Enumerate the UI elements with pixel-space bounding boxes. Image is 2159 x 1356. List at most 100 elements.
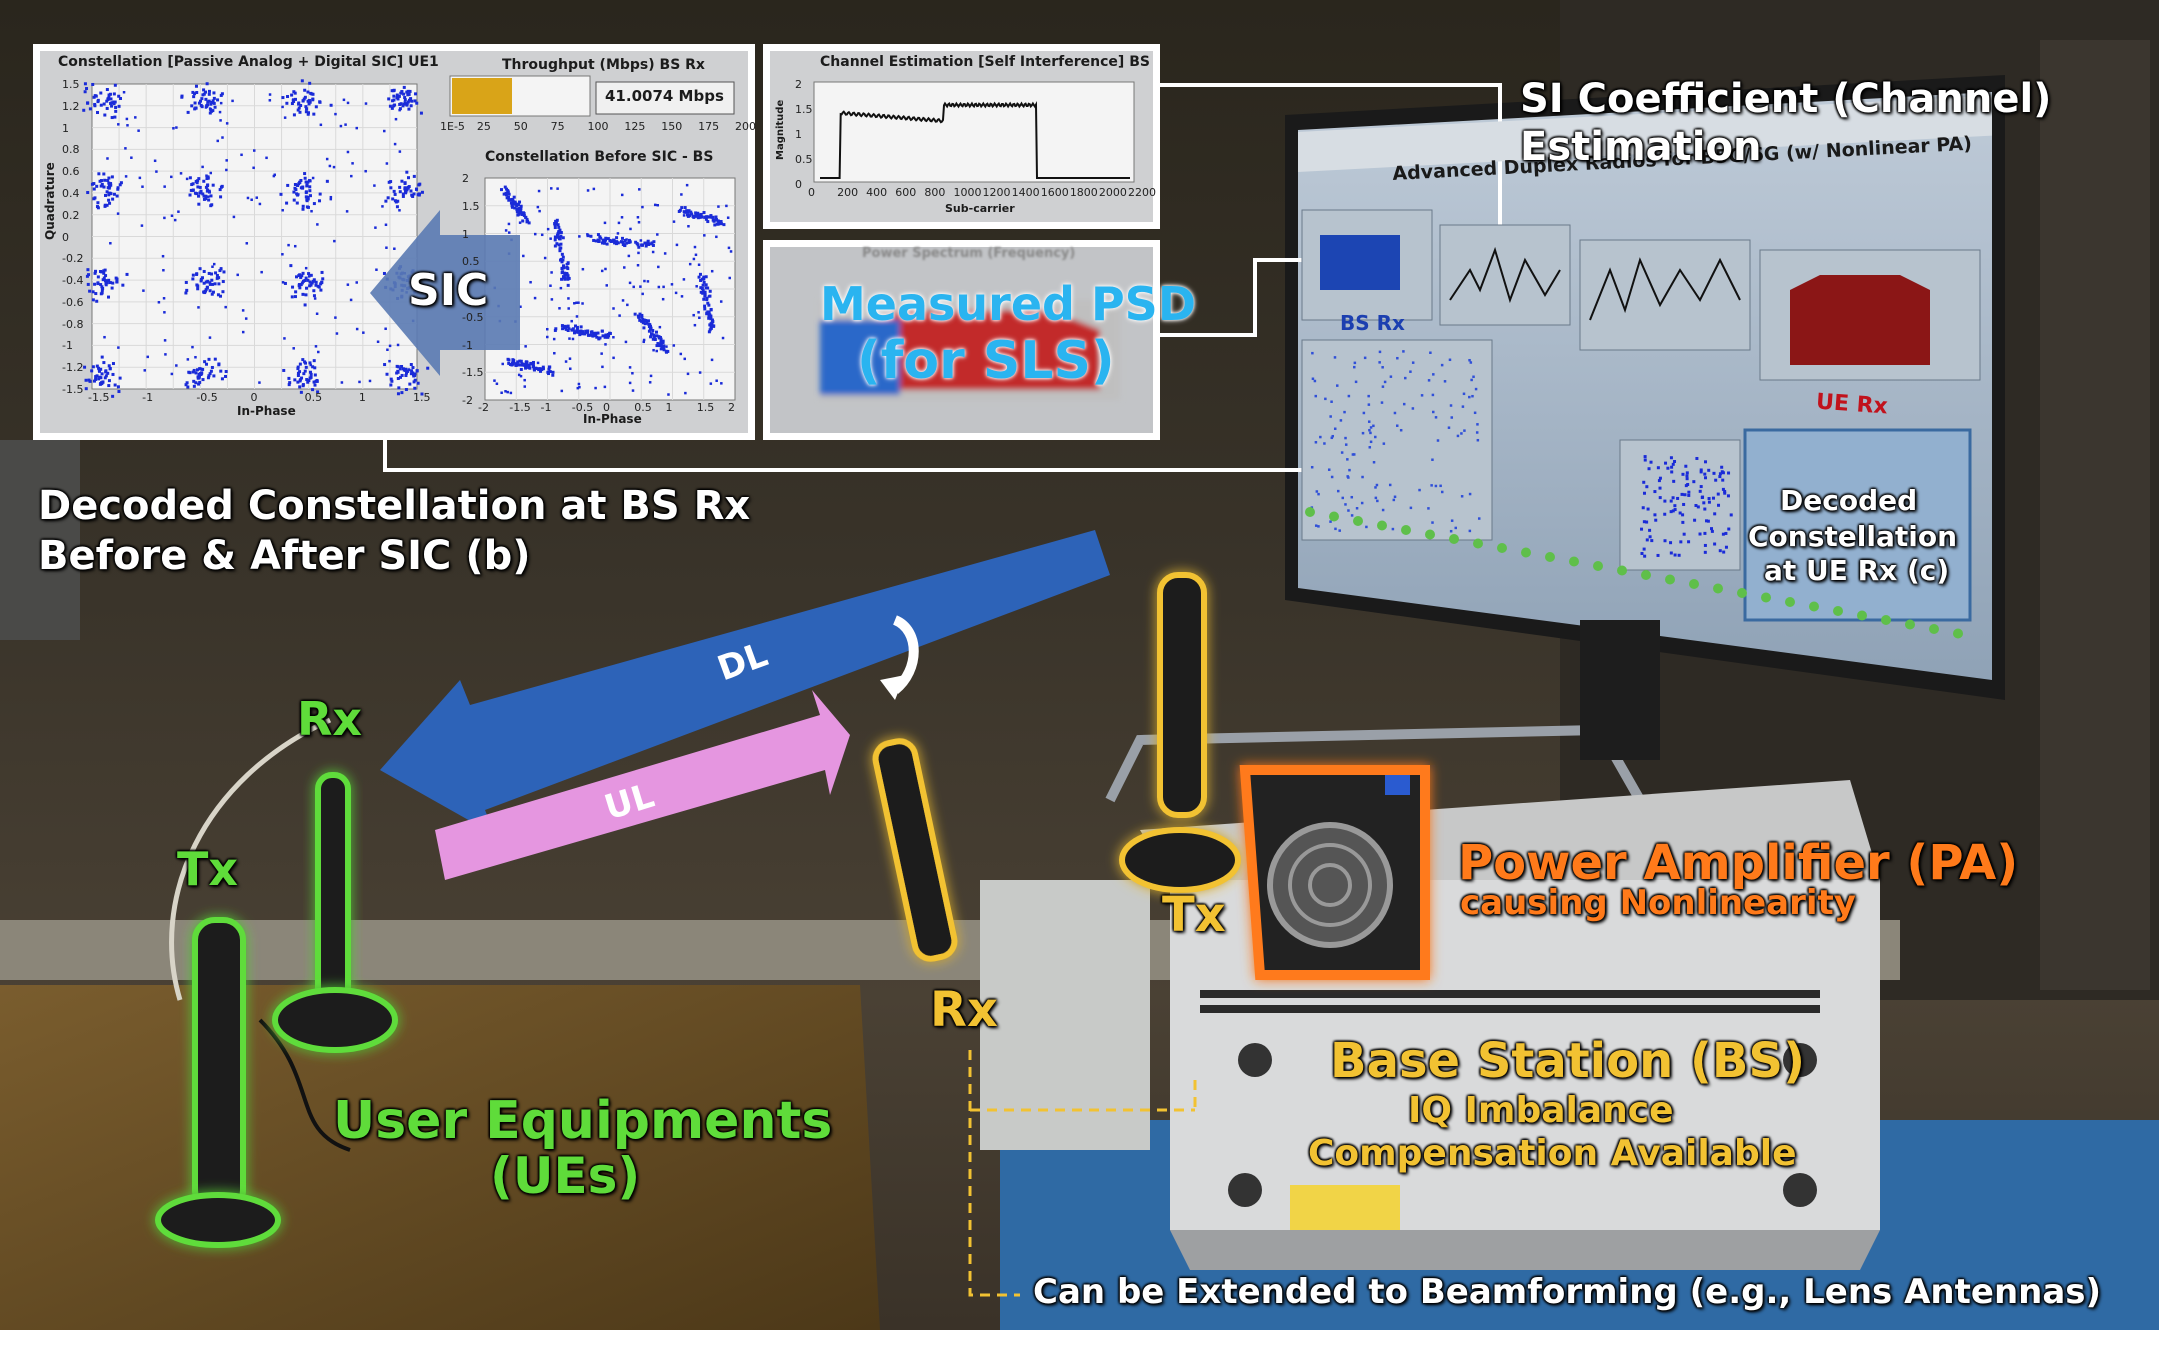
bs-rx-antenna <box>872 738 958 962</box>
tick-label: 1.5 <box>462 199 480 213</box>
beamforming-note: Can be Extended to Beamforming (e.g., Le… <box>1033 1272 2102 1312</box>
tick-label: 2 <box>795 78 802 91</box>
tick-label: 1 <box>665 401 673 414</box>
tick-label: 0 <box>808 186 815 199</box>
tick-label: -1.5 <box>62 383 84 396</box>
tick-label: -0.5 <box>462 310 484 324</box>
tick-label: 0.6 <box>62 165 80 179</box>
monitor-screen-content <box>1298 95 1992 639</box>
channel-xlabel: Sub-carrier <box>945 202 1015 215</box>
tick-label: 100 <box>587 120 609 133</box>
tick-label: 125 <box>624 120 646 133</box>
tick-label: 1E-5 <box>440 120 465 133</box>
power-amplifier <box>1239 765 1430 980</box>
decoded-bs-label-1: Decoded Constellation at BS Rx <box>38 483 751 529</box>
tick-label: -0.5 <box>571 401 594 414</box>
tick-label: -1 <box>462 338 473 352</box>
nonlinearity-label: causing Nonlinearity <box>1460 883 1856 923</box>
for-sls-label: (for SLS) <box>857 331 1115 391</box>
tick-label: 200 <box>837 186 859 199</box>
ue-tx-antenna <box>155 917 281 1248</box>
channel-ylabel: Magnitude <box>775 99 786 160</box>
decoded-ue-label-3: at UE Rx (c) <box>1764 554 1950 587</box>
measured-psd-label: Measured PSD <box>820 277 1196 331</box>
si-coefficient-label: SI Coefficient (Channel) <box>1520 76 2052 122</box>
tick-label: 1 <box>795 128 802 141</box>
ul-arrow <box>435 690 850 880</box>
ue1-constellation-title: Constellation [Passive Analog + Digital … <box>58 54 439 70</box>
tick-label: -0.4 <box>62 274 84 288</box>
tick-label: -0.8 <box>62 317 84 331</box>
tick-label: 600 <box>895 186 917 199</box>
tick-label: 200 <box>735 120 756 133</box>
psd-title: Power Spectrum (Frequency) <box>862 246 1076 261</box>
ue-tx-label: Tx <box>177 842 239 896</box>
iq-imbalance-label: IQ Imbalance <box>1408 1090 1674 1131</box>
throughput-title: Throughput (Mbps) BS Rx <box>502 57 705 73</box>
compensation-label: Compensation Available <box>1308 1133 1797 1174</box>
tick-label: 2 <box>462 172 469 185</box>
ue-rx-antenna <box>272 772 398 1053</box>
tick-label: 0 <box>250 391 258 404</box>
tick-label: 175 <box>698 120 720 133</box>
channel-estimation-title: Channel Estimation [Self Interference] B… <box>820 54 1150 70</box>
monitor-bs-rx-label: BS Rx <box>1340 311 1405 335</box>
bs-tx-label: Tx <box>1162 887 1226 943</box>
tick-label: -1.5 <box>462 366 484 380</box>
tick-label: 1.5 <box>62 78 80 91</box>
decoded-ue-label-1: Decoded <box>1780 484 1918 517</box>
tick-label: 25 <box>476 120 491 133</box>
tick-label: -0.6 <box>62 295 84 309</box>
tick-label: -1.5 <box>88 391 110 404</box>
ue1-xlabel: In-Phase <box>237 404 296 418</box>
ue1-ylabel: Quadrature <box>43 162 57 240</box>
sic-label: SIC <box>408 265 489 316</box>
tick-label: -0.5 <box>196 391 218 404</box>
tick-label: 0.4 <box>62 186 80 200</box>
tick-label: 400 <box>866 186 888 199</box>
tick-label: 1.2 <box>62 99 80 113</box>
psd-panel <box>763 240 1160 440</box>
before-sic-title: Constellation Before SIC - BS <box>485 149 714 165</box>
bs-constellation-panel <box>33 44 755 440</box>
reflection-arrow <box>891 615 919 694</box>
tick-label: 150 <box>661 120 683 133</box>
tick-label: 50 <box>513 120 528 133</box>
tick-label: 1800 <box>1069 186 1098 199</box>
tick-label: 75 <box>550 120 565 133</box>
tick-label: 800 <box>924 186 946 199</box>
estimation-label: Estimation <box>1520 124 1762 170</box>
tick-label: 2000 <box>1098 186 1127 199</box>
decoded-bs-label-2: Before & After SIC (b) <box>38 533 531 579</box>
tick-label: 1400 <box>1011 186 1040 199</box>
tick-label: -2 <box>478 401 489 414</box>
tick-label: 0.8 <box>62 143 80 157</box>
tick-label: 0 <box>603 401 610 414</box>
tick-label: 2 <box>728 401 735 414</box>
tick-label: 1 <box>462 227 469 241</box>
power-amplifier-label: Power Amplifier (PA) <box>1458 835 2019 891</box>
ues-label: (UEs) <box>490 1147 641 1205</box>
tick-label: -1.2 <box>62 361 84 375</box>
monitor-ue-rx-label: UE Rx <box>1815 389 1889 420</box>
tick-label: -1.5 <box>509 401 531 414</box>
tick-label: 1000 <box>953 186 982 199</box>
bs-tx-antenna <box>1119 572 1241 893</box>
tick-label: 1200 <box>982 186 1011 199</box>
tick-label: -1 <box>540 401 552 414</box>
tick-label: 0.5 <box>634 401 652 414</box>
base-station-label: Base Station (BS) <box>1330 1033 1806 1089</box>
before-sic-xlabel: In-Phase <box>583 412 642 426</box>
tick-label: 0.2 <box>62 208 80 222</box>
tick-label: 0 <box>462 283 469 296</box>
tick-label: 2200 <box>1128 186 1156 199</box>
reflection-arrowhead <box>880 675 905 700</box>
throughput-value: 41.0074 Mbps <box>605 87 724 105</box>
tick-label: 1.5 <box>413 391 431 404</box>
tick-label: 0 <box>795 178 802 191</box>
tick-label: -0.2 <box>62 252 84 266</box>
tick-label: 0.5 <box>462 255 480 269</box>
bs-rx-label: Rx <box>930 982 998 1038</box>
